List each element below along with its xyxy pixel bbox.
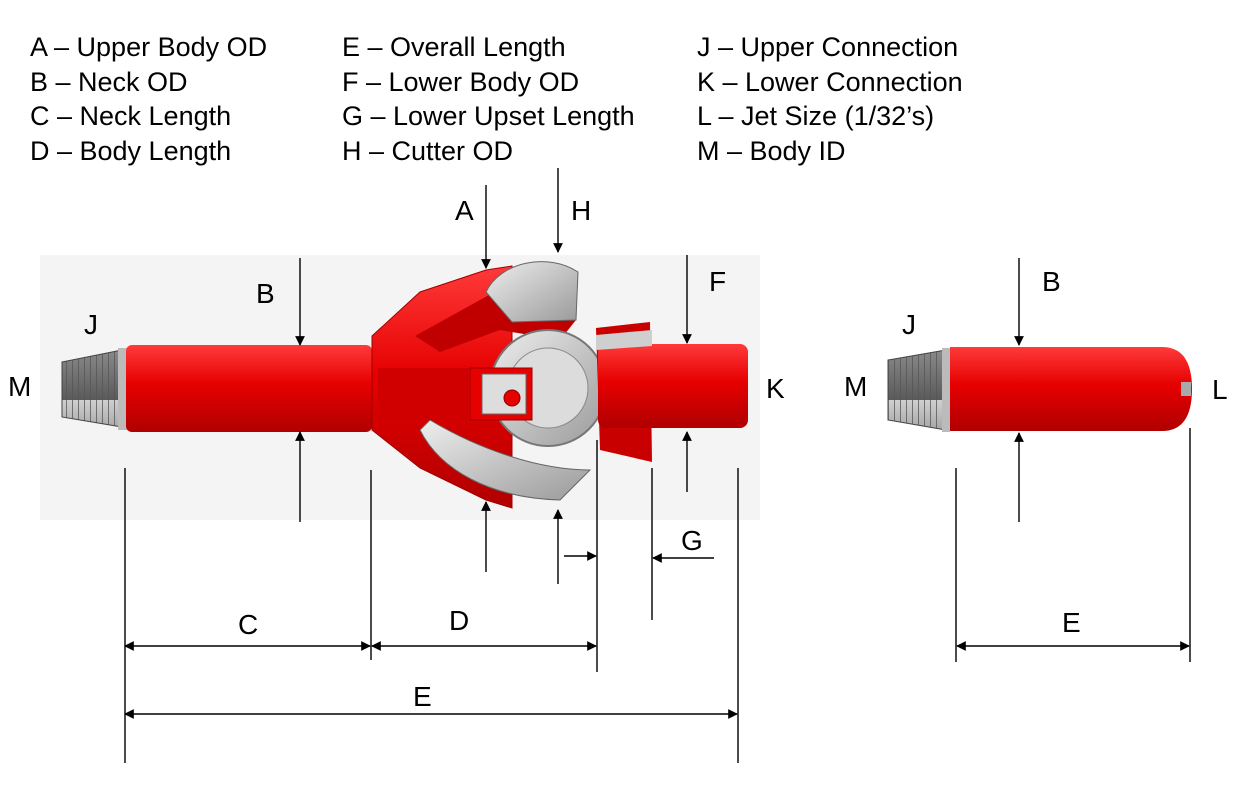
label-k: K	[766, 373, 785, 404]
tool-1-cutter-top	[485, 261, 579, 323]
legend-item-a: A – Upper Body OD	[30, 32, 268, 62]
legend-item-l: L – Jet Size (1/32’s)	[697, 101, 935, 131]
tool-2-labels: B J M L E	[844, 266, 1228, 638]
legend-item-j: J – Upper Connection	[697, 32, 959, 62]
label-g: G	[681, 525, 703, 556]
tool-2-upper-connection-thread	[887, 349, 947, 431]
label-c: C	[238, 609, 258, 640]
tool-2-thread-shoulder	[942, 348, 950, 432]
label2-e: E	[1062, 607, 1081, 638]
label-h: H	[571, 195, 591, 226]
tool-1-jet-nozzle	[503, 389, 521, 407]
legend: A – Upper Body OD B – Neck OD C – Neck L…	[30, 30, 1030, 170]
tool-1	[40, 255, 760, 520]
legend-item-g: G – Lower Upset Length	[342, 101, 635, 131]
tool-2-body	[950, 347, 1192, 431]
label2-b: B	[1042, 266, 1061, 297]
legend-column-2: E – Overall Length F – Lower Body OD G –…	[342, 30, 635, 168]
tool-2-jet	[1181, 382, 1191, 396]
legend-item-f: F – Lower Body OD	[342, 66, 580, 97]
tool-1-cutter-bottom	[419, 419, 592, 501]
label2-j: J	[902, 309, 916, 340]
legend-column-3: J – Upper Connection K – Lower Connectio…	[697, 30, 963, 168]
label2-m: M	[844, 371, 867, 402]
tool-1-inner-body	[378, 368, 470, 420]
legend-item-c: C – Neck Length	[30, 101, 232, 131]
legend-column-1: A – Upper Body OD B – Neck OD C – Neck L…	[30, 30, 267, 168]
label2-l: L	[1212, 374, 1228, 405]
tool-1-dimension-lines	[124, 168, 739, 763]
legend-item-m: M – Body ID	[697, 135, 846, 166]
tool-2-dimension-lines	[955, 258, 1191, 662]
tool-1-thread-shoulder	[118, 348, 128, 430]
legend-item-d: D – Body Length	[30, 135, 232, 166]
tool-1-lower-cutter-insert	[596, 330, 652, 350]
tool-1-labels: A H B F J M K G C D E	[8, 195, 785, 712]
tool-2	[887, 347, 1192, 432]
label-d: D	[449, 605, 469, 636]
label-b: B	[256, 278, 275, 309]
legend-item-k: K – Lower Connection	[697, 66, 963, 97]
tool-1-lower-body	[598, 344, 748, 428]
legend-item-e: E – Overall Length	[342, 32, 566, 62]
label-a: A	[455, 195, 474, 226]
label-f: F	[709, 266, 726, 297]
tool-1-neck	[126, 345, 372, 432]
tool-1-upper-connection-thread	[61, 349, 123, 428]
label-e: E	[413, 681, 432, 712]
legend-item-h: H – Cutter OD	[342, 135, 514, 166]
legend-item-b: B – Neck OD	[30, 66, 188, 97]
label-m: M	[8, 371, 31, 402]
label-j: J	[84, 309, 98, 340]
